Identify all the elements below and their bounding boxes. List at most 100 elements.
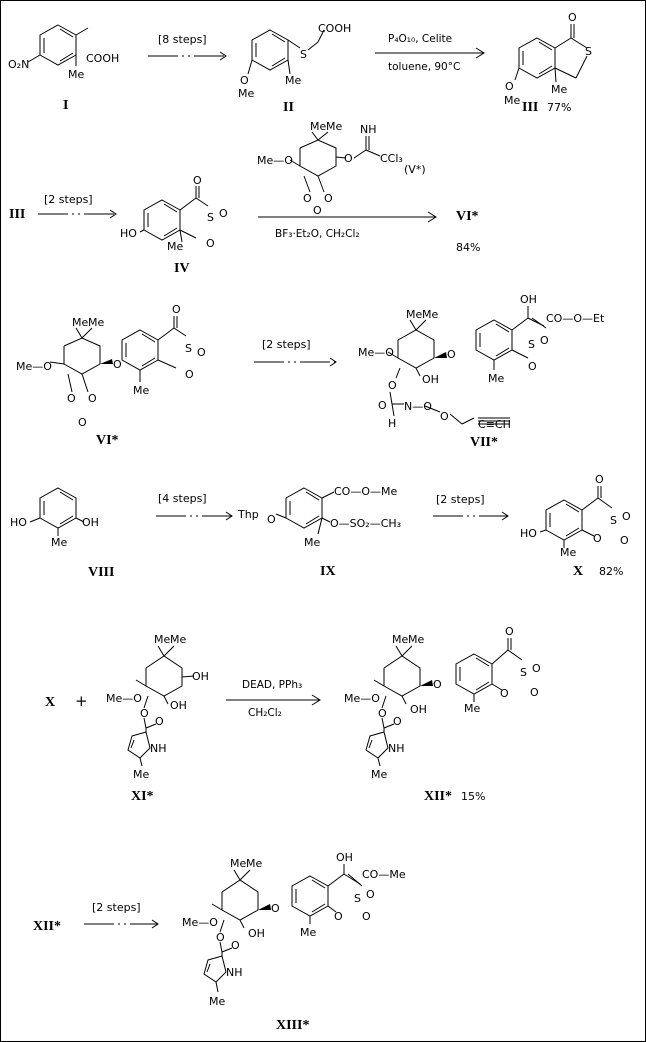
atom-me: Me bbox=[504, 94, 520, 107]
atom-o: O bbox=[172, 303, 181, 316]
atom-o: O bbox=[620, 534, 629, 547]
label-compound-X-ref: X bbox=[45, 695, 55, 710]
atom-me: Me bbox=[230, 857, 246, 870]
condition-r3-top: DEAD, PPh₃ bbox=[242, 679, 302, 691]
yield-XII: 15% bbox=[461, 790, 485, 803]
step-count-3: [2 steps] bbox=[262, 338, 311, 351]
atom-o: O bbox=[303, 192, 312, 205]
atom-o: O bbox=[593, 532, 602, 545]
atom-me: Me bbox=[551, 83, 567, 96]
compound-V bbox=[289, 131, 381, 193]
atom-o: O bbox=[344, 152, 353, 165]
atom-s: S bbox=[585, 45, 592, 58]
atom-me: Me bbox=[68, 68, 84, 81]
compound-IV bbox=[139, 186, 209, 243]
step-count-4: [4 steps] bbox=[158, 492, 207, 505]
atom-coome: CO—O—Me bbox=[334, 485, 397, 498]
atom-oh: OH bbox=[520, 293, 537, 306]
atom-oh: OH bbox=[410, 703, 427, 716]
atom-so2: S bbox=[610, 514, 617, 527]
atom-o: O bbox=[393, 715, 402, 728]
atom-nh: NH bbox=[150, 742, 167, 755]
atom-ho: HO bbox=[10, 516, 27, 529]
wedge-bond bbox=[434, 352, 447, 358]
label-compound-IV: IV bbox=[174, 261, 190, 276]
atom-cooh: COOH bbox=[86, 52, 119, 65]
atom-alkyne: C≡CH bbox=[478, 418, 511, 431]
atom-o: O bbox=[505, 80, 514, 93]
wedge-bond bbox=[258, 904, 271, 910]
atom-so2: S bbox=[354, 892, 361, 905]
atom-o: O bbox=[88, 392, 97, 405]
atom-so2: S bbox=[207, 211, 214, 224]
label-compound-XI: XI* bbox=[131, 789, 154, 804]
step-count-6: [2 steps] bbox=[92, 901, 141, 914]
atom-o: O bbox=[388, 379, 397, 392]
atom-so2ch3: O—SO₂—CH₃ bbox=[330, 517, 401, 530]
atom-ho: HO bbox=[120, 227, 137, 240]
atom-o: O bbox=[240, 74, 249, 87]
wedge-bond bbox=[100, 359, 113, 364]
arrow-reaction-1 bbox=[375, 47, 485, 59]
atom-o: O bbox=[378, 707, 387, 720]
label-compound-XII: XII* bbox=[424, 789, 452, 804]
arrow-reaction-3 bbox=[226, 694, 321, 706]
atom-come: CO—Me bbox=[362, 868, 406, 881]
atom-o: O bbox=[366, 888, 375, 901]
compound-IX bbox=[275, 487, 335, 535]
atom-o: O bbox=[362, 910, 371, 923]
atom-propargyl: N—O bbox=[404, 400, 432, 413]
atom-oh: OH bbox=[248, 927, 265, 940]
atom-h: H bbox=[388, 417, 396, 430]
atom-o: O bbox=[313, 204, 322, 217]
atom-s: S bbox=[300, 48, 307, 61]
atom-me-o: Me—O bbox=[344, 692, 380, 705]
atom-oh: OH bbox=[82, 516, 99, 529]
atom-o: O bbox=[622, 510, 631, 523]
label-compound-X: X bbox=[573, 564, 583, 579]
atom-o: O bbox=[197, 346, 206, 359]
atom-me: Me bbox=[72, 316, 88, 329]
atom-me: Me bbox=[464, 702, 480, 715]
atom-o: O bbox=[219, 207, 228, 220]
yield-III: 77% bbox=[547, 101, 571, 114]
arrow-step-1 bbox=[148, 51, 227, 61]
atom-so2: S bbox=[520, 666, 527, 679]
atom-me: Me bbox=[167, 240, 183, 253]
atom-oh: OH bbox=[422, 373, 439, 386]
atom-o2n: O₂N bbox=[8, 58, 29, 71]
label-compound-III-ref: III bbox=[9, 207, 25, 222]
atom-me: Me bbox=[246, 857, 262, 870]
atom-me: Me bbox=[488, 372, 504, 385]
atom-o: O bbox=[500, 687, 509, 700]
arrow-step-3 bbox=[254, 357, 337, 367]
atom-o: O bbox=[140, 707, 149, 720]
arrow-step-6 bbox=[84, 919, 159, 929]
atom-me: Me bbox=[560, 546, 576, 559]
label-compound-VIII: VIII bbox=[88, 565, 114, 580]
atom-me-o: Me—O bbox=[16, 360, 52, 373]
atom-me: Me bbox=[154, 633, 170, 646]
atom-me: Me bbox=[300, 926, 316, 939]
atom-o: O bbox=[216, 931, 225, 944]
atom-o: O bbox=[78, 416, 87, 429]
yield-X: 82% bbox=[599, 565, 623, 578]
compound-VII bbox=[387, 306, 547, 425]
condition-r1-top: P₄O₁₀, Celite bbox=[388, 33, 452, 45]
atom-me-o: Me—O bbox=[106, 692, 142, 705]
atom-o: O bbox=[528, 360, 537, 373]
atom-me: Me bbox=[209, 995, 225, 1008]
atom-me: Me bbox=[238, 87, 254, 100]
atom-cooh: COOH bbox=[318, 22, 351, 35]
atom-so2: S bbox=[185, 342, 192, 355]
label-compound-I: I bbox=[63, 98, 68, 113]
compound-XII bbox=[365, 638, 523, 767]
label-compound-XII-ref: XII* bbox=[33, 919, 61, 934]
atom-me-o: Me—O bbox=[358, 346, 394, 359]
wedge-bond bbox=[420, 680, 433, 686]
atom-imine: NH bbox=[360, 123, 377, 136]
compound-VIII bbox=[29, 487, 85, 536]
atom-o: O bbox=[271, 902, 280, 915]
atom-ccl3: CCl₃ bbox=[380, 152, 403, 165]
